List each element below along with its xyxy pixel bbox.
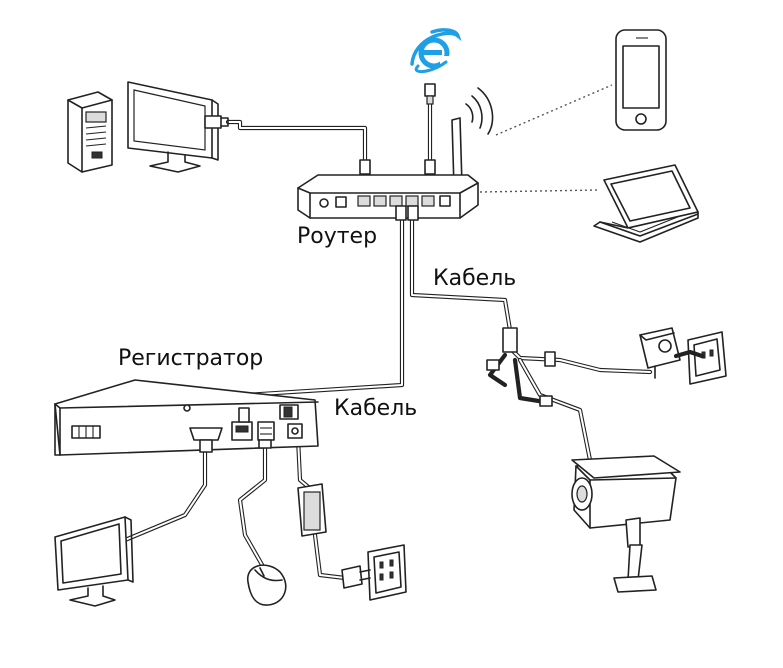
mouse-icon — [247, 564, 287, 606]
recorder-icon — [54, 379, 319, 456]
router-icon — [297, 117, 479, 221]
wireless-link-phone — [495, 84, 613, 136]
camera-power-adapter-icon — [639, 327, 681, 379]
pc-router-cable — [225, 119, 368, 171]
monitor-icon — [54, 516, 134, 607]
cable-label-top: Кабель — [433, 266, 517, 291]
smartphone-icon — [615, 29, 667, 131]
wifi-signal-icon — [465, 87, 494, 135]
power-outlet-icon — [341, 544, 407, 601]
router-label: Роутер — [297, 224, 378, 249]
wall-outlet-icon — [673, 331, 727, 385]
desktop-tower-icon — [67, 91, 113, 173]
camera-pigtail-cables — [487, 347, 653, 463]
laptop-icon — [593, 164, 699, 243]
ip-camera-icon — [486, 327, 681, 593]
power-adapter-icon — [297, 483, 327, 537]
wireless-link-laptop — [479, 189, 599, 193]
recorder-mouse-cable — [237, 442, 268, 573]
internet-explorer-icon — [410, 28, 462, 105]
desktop-monitor-icon — [127, 81, 229, 173]
cable-label-bottom: Кабель — [334, 396, 418, 421]
recorder-monitor-cable — [122, 447, 208, 543]
router-camera-cable — [409, 215, 513, 333]
recorder-label: Регистратор — [118, 346, 264, 371]
